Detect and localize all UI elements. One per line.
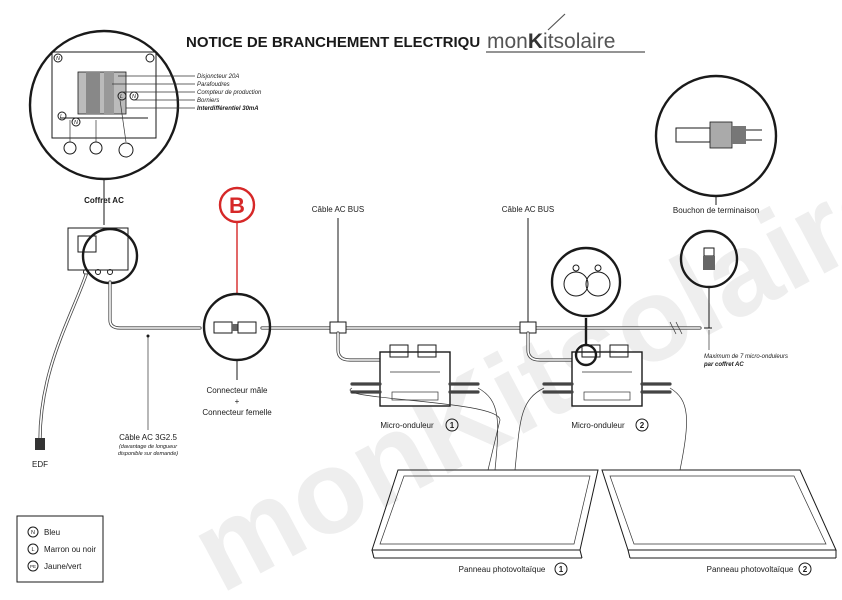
marker-n-1: N <box>56 56 60 62</box>
panel-2-label: Panneau photovoltaïque <box>707 565 794 574</box>
edf-label: EDF <box>32 460 48 469</box>
max-note-line-1: Maximum de 7 micro-onduleurs <box>704 354 788 360</box>
max-note-line-2: par coffret AC <box>703 362 744 368</box>
panel-1-label: Panneau photovoltaïque <box>459 565 546 574</box>
legend: N Bleu L Marron ou noir PE Jaune/vert <box>16 515 104 583</box>
micro-2-label: Micro-onduleur <box>571 421 625 430</box>
micro-onduleur-2 <box>542 246 672 407</box>
connector-female-label: Connecteur femelle <box>202 408 272 417</box>
legend-symbol-n: N <box>31 530 35 536</box>
panel-1-num: 1 <box>559 565 564 574</box>
callout-parafoudres: Parafoudres <box>197 82 230 88</box>
legend-symbol-l: L <box>31 547 34 553</box>
marker-l-1: L <box>60 114 63 120</box>
micro-1-num: 1 <box>450 421 455 430</box>
brand-suffix: itsolaire <box>543 30 615 53</box>
connector-detail: B <box>202 186 272 380</box>
legend-symbol-pe: PE <box>30 564 36 569</box>
marker-b-label: B <box>229 193 245 218</box>
bouchon-label: Bouchon de terminaison <box>673 206 759 215</box>
coffret-ac-label: Coffret AC <box>84 196 124 205</box>
legend-text-bleu: Bleu <box>44 528 60 537</box>
panel-2-num: 2 <box>803 565 808 574</box>
legend-text-marron: Marron ou noir <box>44 545 96 554</box>
micro-onduleur-1 <box>350 344 480 407</box>
micro-1-label: Micro-onduleur <box>380 421 434 430</box>
cable-3g-note-1: (davantage de longueur <box>119 444 178 450</box>
callout-disjoncteur: Disjoncteur 20A <box>197 74 239 80</box>
page-title: NOTICE DE BRANCHEMENT ELECTRIQU <box>186 34 480 51</box>
svg-text:monKitsolaire: monKitsolaire <box>487 30 615 53</box>
coffret-callouts: Disjoncteur 20A Parafoudres Compteur de … <box>112 74 262 112</box>
cable-3g-label: Câble AC 3G2.5 <box>119 433 177 442</box>
marker-n-3: N <box>132 94 136 100</box>
callout-interdifferentiel: Interdifférentiel 30mA <box>197 106 259 112</box>
cable-3g-note-2: disponible sur demande) <box>118 451 178 457</box>
connector-plus: + <box>235 397 240 406</box>
legend-text-jaune: Jaune/vert <box>44 562 82 571</box>
cable-ac-bus-2-label: Câble AC BUS <box>502 205 554 214</box>
coffret-markers: N L N L N <box>56 56 136 126</box>
callout-compteur: Compteur de production <box>197 90 262 96</box>
panneau-2 <box>601 469 837 559</box>
bouchon-detail <box>654 74 778 328</box>
cable-ac-bus-1-label: Câble AC BUS <box>312 205 364 214</box>
edf-cable <box>35 273 88 450</box>
coffret-detail <box>28 29 180 181</box>
callout-borniers: Borniers <box>197 98 219 104</box>
marker-l-2: L <box>120 94 123 100</box>
brand-k: K <box>528 30 543 53</box>
panneau-1 <box>371 469 599 559</box>
brand-prefix: mon <box>487 30 528 53</box>
marker-n-2: N <box>74 120 78 126</box>
coffret-box <box>67 227 139 285</box>
brand-logo: monKitsolaire <box>486 13 645 53</box>
micro-2-num: 2 <box>640 421 645 430</box>
connector-male-label: Connecteur mâle <box>207 386 268 395</box>
